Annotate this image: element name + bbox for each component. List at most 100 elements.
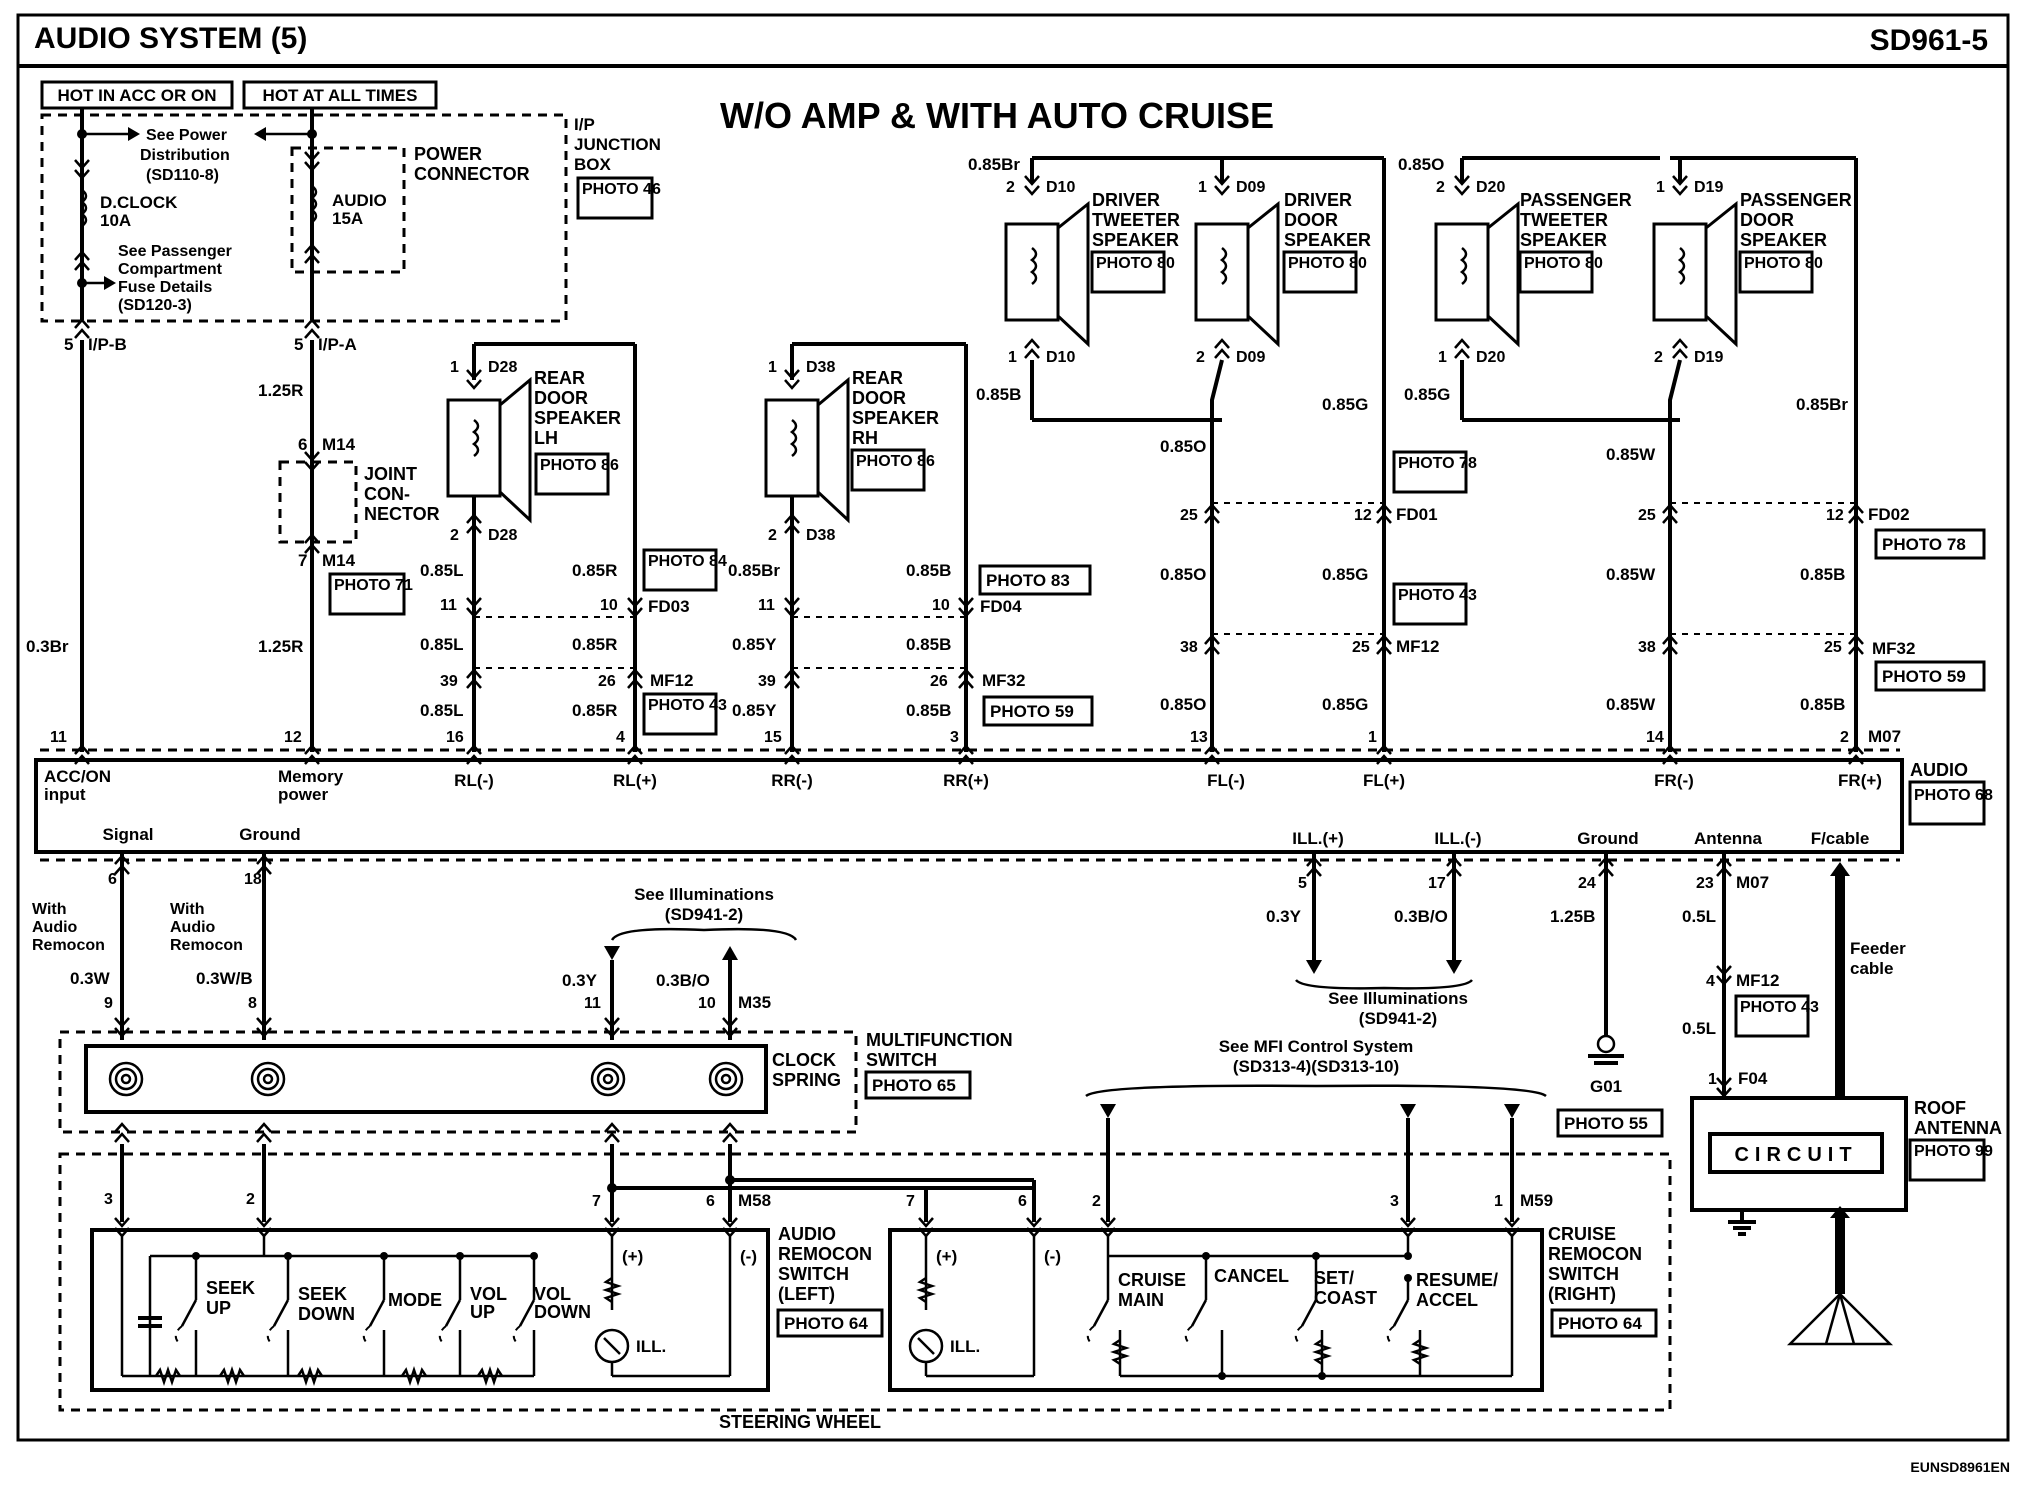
feeder-cable-label: Feeder (1850, 939, 1906, 958)
rlh-ap1: 16 (446, 729, 464, 746)
pas-fd: FD02 (1868, 505, 1910, 524)
with2-2: Audio (170, 919, 216, 936)
drv-p38: 38 (1180, 639, 1198, 656)
with1-3: Remocon (32, 937, 105, 954)
ars-photo: PHOTO 64 (784, 1314, 868, 1333)
pas-p12: 12 (1826, 507, 1844, 524)
rrh-p39: 39 (758, 673, 776, 690)
circuit-label: CIRCUIT (1734, 1144, 1857, 1166)
m58: M58 (738, 1191, 771, 1210)
wire-03br: 0.3Br (26, 637, 69, 656)
pas-w-085w-3: 0.85W (1606, 695, 1656, 714)
multifunction-switch-label: MULTIFUNCTION (866, 1030, 1013, 1050)
diagram-frame (16, 13, 2010, 1442)
set-coast-label: SET/ (1314, 1268, 1354, 1288)
crs-3: SWITCH (1548, 1264, 1619, 1284)
pas-fd-photo: PHOTO 78 (1882, 535, 1966, 554)
drv-fd: FD01 (1396, 505, 1438, 524)
steering-wheel-label: STEERING WHEEL (719, 1412, 881, 1432)
drv-w-085b: 0.85B (976, 385, 1021, 404)
m14-bot-connector: M14 (322, 551, 356, 570)
resume-accel-label-2: ACCEL (1416, 1290, 1478, 1310)
seek-up-switch (174, 1252, 200, 1376)
drv-ds3: SPEAKER (1284, 230, 1371, 250)
drv-tw-conn1: D10 (1046, 179, 1075, 196)
drv-ap2: 1 (1368, 729, 1377, 746)
rrh-name4: RH (852, 428, 878, 448)
fuse-dclock-label: D.CLOCK (100, 193, 178, 212)
pas-m07: M07 (1868, 727, 1901, 746)
pas-tw3: SPEAKER (1520, 230, 1607, 250)
drv-w-085o-2: 0.85O (1160, 565, 1206, 584)
pas-ap1: 14 (1646, 729, 1664, 746)
rrh-w3: 0.85Y (732, 635, 777, 654)
g-pin: 24 (1578, 875, 1596, 892)
see-power-dist-note-3: (SD110-8) (146, 167, 219, 184)
cruise-main-label-2: MAIN (1118, 1290, 1164, 1310)
ipa-pin: 5 (294, 335, 303, 354)
see-mfi-control-note: See MFI Control System (1219, 1037, 1414, 1056)
audio-unit-label: AUDIO (1910, 760, 1968, 780)
pas-mf-photo: PHOTO 59 (1882, 667, 1966, 686)
rlh-name3: SPEAKER (534, 408, 621, 428)
lower-section: 6 18 With Audio Remocon With Audio Remoc… (32, 852, 2002, 1432)
crs-ill: ILL. (950, 1337, 980, 1356)
crs-2: REMOCON (1548, 1244, 1642, 1264)
m59: M59 (1520, 1191, 1553, 1210)
rlh-photo: PHOTO 86 (540, 457, 619, 474)
vol-down-switch (512, 1252, 538, 1376)
ms-pin2: 8 (248, 995, 257, 1012)
ant-w: 0.5L (1682, 907, 1716, 926)
sig-pin: 6 (108, 871, 117, 888)
fuse-dclock-amp: 10A (100, 211, 131, 230)
drv-ap1: 13 (1190, 729, 1208, 746)
seek-up-label: SEEK (206, 1278, 255, 1298)
drv-p12: 12 (1354, 507, 1372, 524)
seek-down-label: SEEK (298, 1284, 347, 1304)
pas-tw-conn1: D20 (1476, 179, 1505, 196)
rrh-name3: SPEAKER (852, 408, 939, 428)
feeder-2: cable (1850, 959, 1893, 978)
pas-w-085w-2: 0.85W (1606, 565, 1656, 584)
w-03y: 0.3Y (562, 971, 598, 990)
see-pass-fuse-note-4: (SD120-3) (118, 297, 192, 314)
diagram-subtitle: W/O AMP & WITH AUTO CRUISE (720, 95, 1274, 136)
ars-4: (LEFT) (778, 1284, 835, 1304)
see-ill-2: (SD941-2) (665, 905, 743, 924)
pas-mf: MF32 (1872, 639, 1915, 658)
wire-125r-b: 1.25R (258, 637, 303, 656)
pas-w-085b-2: 0.85B (1800, 695, 1845, 714)
ars-p2: 2 (246, 1191, 255, 1208)
ars-p3: 3 (104, 1191, 113, 1208)
rrh-pin2: 2 (768, 527, 777, 544)
rear-rh-speaker-icon (764, 398, 820, 498)
rrh-ap2: 3 (950, 729, 959, 746)
m14-top-connector: M14 (322, 435, 356, 454)
pas-ap2: 2 (1840, 729, 1849, 746)
rrh-w5: 0.85Y (732, 701, 777, 720)
rl-plus-label: RL(+) (613, 771, 657, 790)
joint-connector-label: JOINT (364, 464, 417, 484)
roof-photo: PHOTO 99 (1914, 1143, 1993, 1160)
rlh-w5: 0.85L (420, 701, 463, 720)
audio-remocon-switch-label: AUDIO (778, 1224, 836, 1244)
ars-ill: ILL. (636, 1337, 666, 1356)
drv-ds2: DOOR (1284, 210, 1338, 230)
pas-p25b: 25 (1824, 639, 1842, 656)
rrh-w4: 0.85B (906, 635, 951, 654)
crs-p6: 6 (1018, 1193, 1027, 1210)
rrh-w2: 0.85B (906, 561, 951, 580)
rear-lh-speaker-icon (446, 398, 502, 498)
memory-power-label: Memory (278, 767, 344, 786)
crs-4: (RIGHT) (1548, 1284, 1616, 1304)
drv-tw-pin1: 2 (1006, 179, 1015, 196)
rlh-mf: MF12 (650, 671, 693, 690)
driver-speaker-group: 0.85Br 2 D10 DRIVER TWEETER SPEAKER PHOT… (968, 155, 1477, 752)
mode-switch (362, 1252, 388, 1376)
seek-down-label-2: DOWN (298, 1304, 355, 1324)
ill-p17: 17 (1428, 875, 1446, 892)
pas-w-top: 0.85O (1398, 155, 1444, 174)
ground-label-left: Ground (239, 825, 300, 844)
pas-ds-pin2: 2 (1654, 349, 1663, 366)
rr-minus-label: RR(-) (771, 771, 813, 790)
